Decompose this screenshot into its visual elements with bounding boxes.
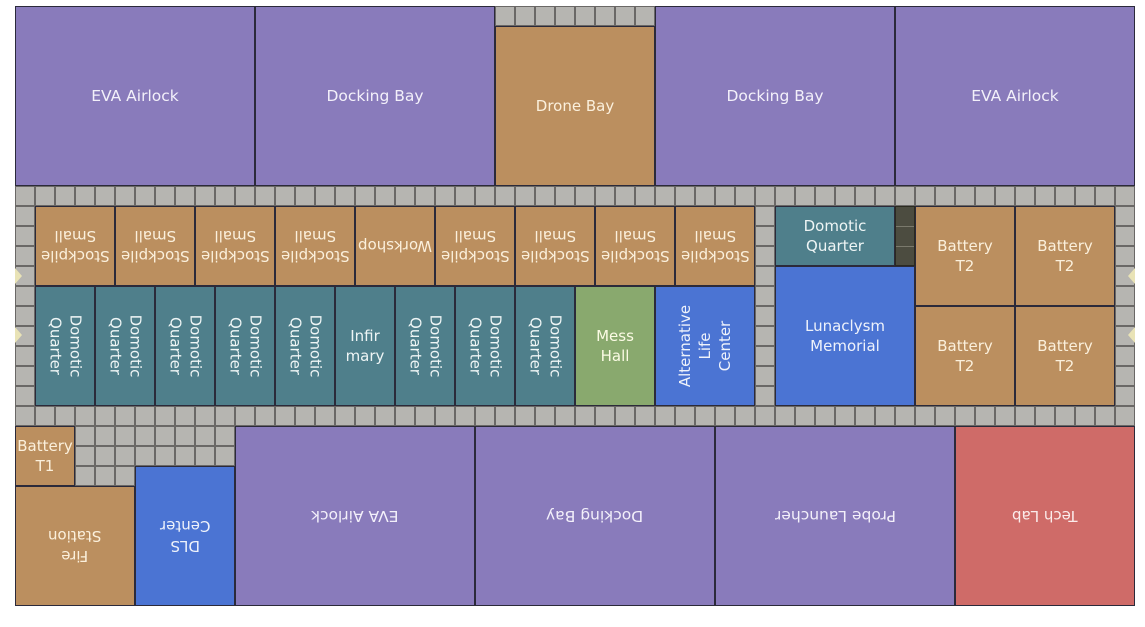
room-label: Fire Station bbox=[48, 527, 102, 565]
room-fire-station[interactable]: Fire Station bbox=[15, 486, 135, 606]
room-tech-lab[interactable]: Tech Lab bbox=[955, 426, 1135, 606]
room-stockpile-small[interactable]: Stockpile Small bbox=[115, 206, 195, 286]
room-label: Stockpile Small bbox=[200, 227, 270, 265]
room-domotic-quarter[interactable]: Domotic Quarter bbox=[35, 286, 95, 406]
room-infirmary[interactable]: Infir mary bbox=[335, 286, 395, 406]
room-label: Stockpile Small bbox=[40, 227, 110, 265]
room-eva-airlock[interactable]: EVA Airlock bbox=[895, 6, 1135, 186]
room-label: Stockpile Small bbox=[680, 227, 750, 265]
room-domotic-quarter[interactable]: Domotic Quarter bbox=[775, 206, 895, 266]
room-stockpile-small[interactable]: Stockpile Small bbox=[435, 206, 515, 286]
room-label: Probe Launcher bbox=[774, 507, 896, 525]
room-probe-launcher[interactable]: Probe Launcher bbox=[715, 426, 955, 606]
room-label: Tech Lab bbox=[1012, 507, 1078, 525]
room-battery-t2[interactable]: Battery T2 bbox=[915, 206, 1015, 306]
room-stockpile-small[interactable]: Stockpile Small bbox=[275, 206, 355, 286]
room-label: Domotic Quarter bbox=[466, 314, 504, 378]
room-lunaclysm-memorial[interactable]: Lunaclysm Memorial bbox=[775, 266, 915, 406]
room-label: Drone Bay bbox=[535, 97, 615, 115]
room-dls-center[interactable]: DLS Center bbox=[135, 466, 235, 606]
base-map: EVA Airlock Docking Bay Drone Bay Dockin… bbox=[15, 6, 1135, 606]
room-stockpile-small[interactable]: Stockpile Small bbox=[595, 206, 675, 286]
room-drone-bay[interactable]: Drone Bay bbox=[495, 26, 655, 186]
room-stockpile-small[interactable]: Stockpile Small bbox=[515, 206, 595, 286]
room-label: Docking Bay bbox=[546, 507, 644, 525]
room-label: Battery T2 bbox=[937, 337, 993, 375]
room-label: EVA Airlock bbox=[91, 87, 179, 105]
room-label: Stockpile Small bbox=[520, 227, 590, 265]
room-label: Domotic Quarter bbox=[803, 217, 867, 255]
room-docking-bay[interactable]: Docking Bay bbox=[255, 6, 495, 186]
room-label: Docking Bay bbox=[726, 87, 824, 105]
room-battery-t2[interactable]: Battery T2 bbox=[1015, 306, 1115, 406]
room-domotic-quarter[interactable]: Domotic Quarter bbox=[395, 286, 455, 406]
room-stockpile-small[interactable]: Stockpile Small bbox=[35, 206, 115, 286]
room-domotic-quarter[interactable]: Domotic Quarter bbox=[455, 286, 515, 406]
room-mess-hall[interactable]: Mess Hall bbox=[575, 286, 655, 406]
entrance-marker-icon bbox=[15, 268, 22, 284]
room-label: Stockpile Small bbox=[600, 227, 670, 265]
room-label: Stockpile Small bbox=[280, 227, 350, 265]
entrance-marker-icon bbox=[1128, 327, 1135, 343]
blocked-tiles bbox=[895, 206, 915, 266]
room-label: Domotic Quarter bbox=[106, 314, 144, 378]
room-label: Infir mary bbox=[345, 327, 385, 365]
room-battery-t2[interactable]: Battery T2 bbox=[1015, 206, 1115, 306]
room-eva-airlock[interactable]: EVA Airlock bbox=[15, 6, 255, 186]
room-label: EVA Airlock bbox=[311, 507, 399, 525]
room-docking-bay[interactable]: Docking Bay bbox=[655, 6, 895, 186]
room-eva-airlock[interactable]: EVA Airlock bbox=[235, 426, 475, 606]
entrance-marker-icon bbox=[15, 327, 22, 343]
room-label: Domotic Quarter bbox=[286, 314, 324, 378]
room-stockpile-small[interactable]: Stockpile Small bbox=[675, 206, 755, 286]
room-label: Battery T1 bbox=[17, 437, 73, 475]
room-domotic-quarter[interactable]: Domotic Quarter bbox=[215, 286, 275, 406]
room-stockpile-small[interactable]: Stockpile Small bbox=[195, 206, 275, 286]
room-label: Lunaclysm Memorial bbox=[804, 317, 886, 355]
room-domotic-quarter[interactable]: Domotic Quarter bbox=[275, 286, 335, 406]
room-label: Docking Bay bbox=[326, 87, 424, 105]
room-label: Domotic Quarter bbox=[226, 314, 264, 378]
room-domotic-quarter[interactable]: Domotic Quarter bbox=[95, 286, 155, 406]
room-workshop[interactable]: Workshop bbox=[355, 206, 435, 286]
room-battery-t2[interactable]: Battery T2 bbox=[915, 306, 1015, 406]
room-label: Domotic Quarter bbox=[46, 314, 84, 378]
entrance-marker-icon bbox=[1128, 268, 1135, 284]
room-label: Domotic Quarter bbox=[406, 314, 444, 378]
room-label: Alternative Life Center bbox=[675, 304, 734, 388]
room-label: Domotic Quarter bbox=[526, 314, 564, 378]
room-label: Mess Hall bbox=[596, 327, 634, 365]
room-docking-bay[interactable]: Docking Bay bbox=[475, 426, 715, 606]
room-domotic-quarter[interactable]: Domotic Quarter bbox=[515, 286, 575, 406]
room-label: Workshop bbox=[357, 237, 432, 255]
room-label: Stockpile Small bbox=[120, 227, 190, 265]
room-label: DLS Center bbox=[159, 517, 211, 555]
room-battery-t1[interactable]: Battery T1 bbox=[15, 426, 75, 486]
room-domotic-quarter[interactable]: Domotic Quarter bbox=[155, 286, 215, 406]
room-label: Stockpile Small bbox=[440, 227, 510, 265]
room-label: Battery T2 bbox=[937, 237, 993, 275]
room-label: Domotic Quarter bbox=[166, 314, 204, 378]
room-label: Battery T2 bbox=[1037, 337, 1093, 375]
room-label: Battery T2 bbox=[1037, 237, 1093, 275]
room-alternative-life-center[interactable]: Alternative Life Center bbox=[655, 286, 755, 406]
room-label: EVA Airlock bbox=[971, 87, 1059, 105]
